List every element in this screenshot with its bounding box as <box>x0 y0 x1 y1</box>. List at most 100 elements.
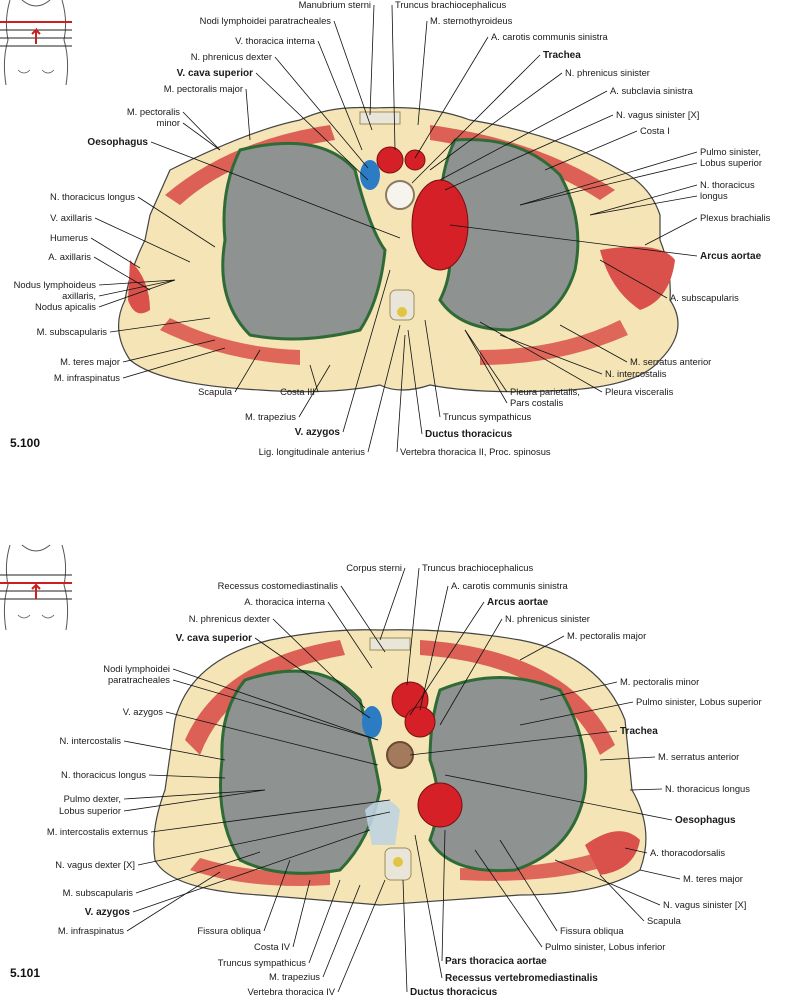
anatomy-label: Ductus thoracicus <box>410 987 498 997</box>
leader-line <box>441 829 446 962</box>
leader-line <box>298 364 331 418</box>
anatomy-label: M. pectoralis major <box>164 83 243 94</box>
leader-line <box>391 4 396 151</box>
anatomy-label: Fissura obliqua <box>560 925 624 936</box>
anatomy-label: V. cava superior <box>176 633 252 644</box>
leader-line <box>414 36 489 159</box>
anatomy-label: N. phrenicus sinister <box>505 613 590 624</box>
anatomy-label: Pars costalis <box>510 397 563 408</box>
leader-line <box>414 834 443 979</box>
leader-line <box>109 317 211 333</box>
anatomy-label: Lig. longitudinale anterius <box>259 446 366 457</box>
anatomy-label: Nodi lymphoidei paratracheales <box>200 15 332 26</box>
leader-line <box>411 54 541 184</box>
leader-line <box>337 879 386 993</box>
anatomy-label: Vertebra thoracica II, Proc. spinosus <box>400 446 551 457</box>
leader-line <box>419 585 449 711</box>
leader-line <box>245 88 251 141</box>
anatomy-label: M. subscapularis <box>63 887 134 898</box>
leader-line <box>98 279 176 286</box>
anatomy-label: longus <box>700 190 728 201</box>
leader-line <box>317 40 363 151</box>
leader-line <box>409 601 485 716</box>
leader-line <box>444 774 673 821</box>
anatomy-label: Truncus brachiocephalicus <box>422 562 533 573</box>
leader-line <box>123 740 226 761</box>
leader-line <box>148 774 226 779</box>
anatomy-label: Truncus brachiocephalicus <box>395 0 506 10</box>
leader-line <box>308 879 341 964</box>
anatomy-label: A. thoracica interna <box>244 596 326 607</box>
leader-line <box>150 141 401 239</box>
leader-line <box>407 329 423 435</box>
leader-line <box>429 72 563 171</box>
leader-line <box>234 349 261 393</box>
carotid-artery <box>404 149 426 171</box>
anatomy-label: Truncus sympathicus <box>443 411 532 422</box>
descending-aorta <box>417 782 463 828</box>
leader-line <box>342 269 391 433</box>
muscle-back-left <box>190 858 330 886</box>
anatomy-label: Scapula <box>198 386 233 397</box>
lung-left-section <box>428 676 588 873</box>
trachea-lumen <box>385 180 415 210</box>
anatomy-label: M. teres major <box>60 356 120 367</box>
anatomy-label: A. subscapularis <box>670 292 739 303</box>
anatomy-label: N. vagus sinister [X] <box>663 899 746 910</box>
anatomy-label: M. trapezius <box>269 971 320 982</box>
leader-line <box>624 847 648 854</box>
svc <box>362 706 382 738</box>
anatomy-label: M. serratus anterior <box>658 751 739 762</box>
leader-line <box>182 111 221 151</box>
anatomy-label: Truncus sympathicus <box>218 957 307 968</box>
leader-line <box>417 20 428 126</box>
anatomy-label: V. azygos <box>85 907 131 918</box>
muscle-band-left <box>185 640 345 755</box>
anatomy-label: M. pectoralis minor <box>620 676 699 687</box>
anatomy-label: Trachea <box>543 50 581 61</box>
anatomy-label: Corpus sterni <box>346 562 402 573</box>
anatomy-label: Fissura obliqua <box>197 925 261 936</box>
leader-line <box>406 567 420 686</box>
leader-line <box>150 799 391 833</box>
leader-line <box>122 339 216 363</box>
anatomy-label: Oesophagus <box>675 815 736 826</box>
anatomy-label: M. infraspinatus <box>54 372 120 383</box>
anatomy-label: A. carotis communis sinistra <box>491 31 608 42</box>
anatomy-label: Nodus lymphoideus <box>14 279 97 290</box>
anatomy-label: Humerus <box>50 232 88 243</box>
leader-line <box>123 789 266 812</box>
anatomy-label: Ductus thoracicus <box>425 429 513 440</box>
anatomy-label: paratracheales <box>108 674 170 685</box>
anatomy-label: N. intercostalis <box>605 368 667 379</box>
anatomy-label: Pulmo dexter, <box>64 793 121 804</box>
spinal-cord <box>393 857 403 867</box>
leader-line <box>90 237 141 269</box>
leader-line <box>499 334 603 375</box>
anatomy-label: A. axillaris <box>48 251 91 262</box>
anatomy-label: M. sternothyroideus <box>430 15 513 26</box>
leader-line <box>333 20 373 131</box>
anatomy-label: Nodi lymphoidei <box>103 663 170 674</box>
anatomy-label: N. phrenicus sinister <box>565 67 650 78</box>
anatomy-label: N. thoracicus longus <box>61 769 146 780</box>
anatomy-label: Nodus apicalis <box>35 301 96 312</box>
anatomy-label: Costa IV <box>254 941 291 952</box>
leader-line <box>519 701 634 726</box>
leader-line <box>367 324 401 453</box>
anatomy-label: V. axillaris <box>50 212 92 223</box>
leader-line <box>449 224 698 257</box>
anatomy-label: Trachea <box>620 726 658 737</box>
figure-number: 5.100 <box>10 436 40 450</box>
leader-line <box>499 839 558 932</box>
anatomy-label: Pleura visceralis <box>605 386 674 397</box>
anatomy-label: Lobus superior <box>700 157 762 168</box>
anatomy-label: Recessus vertebromediastinalis <box>445 973 598 984</box>
leader-line <box>135 851 261 894</box>
leader-line <box>93 256 151 291</box>
anatomy-label: M. teres major <box>683 873 743 884</box>
anatomy-label: V. cava superior <box>177 68 253 79</box>
leader-line <box>137 196 216 248</box>
